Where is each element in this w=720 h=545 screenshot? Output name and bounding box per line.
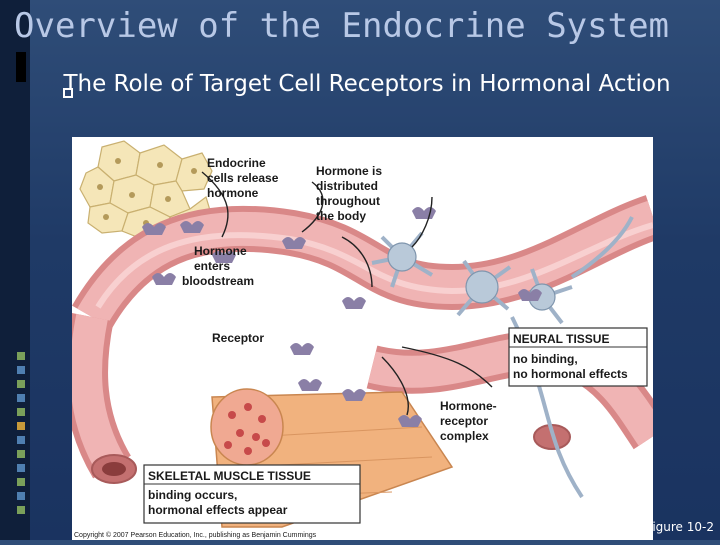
bullet-text: The Role of Target Cell Receptors in Hor… — [63, 71, 671, 97]
neural-desc-line1: no binding, — [513, 352, 578, 366]
label-endocrine: Endocrine cells release hormone — [207, 156, 279, 200]
left-accent-swatches — [17, 352, 25, 520]
endocrine-cells — [79, 140, 213, 240]
neuron-cells — [371, 216, 634, 499]
label-enters: Hormone enters bloodstream — [182, 244, 254, 288]
label-complex-line1: Hormone- — [440, 399, 497, 413]
neural-desc-line2: no hormonal effects — [513, 367, 628, 381]
vessel-branch — [64, 312, 137, 484]
label-complex-line3: complex — [440, 429, 489, 443]
hormone-molecules — [142, 207, 542, 427]
label-distributed: Hormone is distributed throughout the bo… — [316, 164, 382, 223]
label-distributed-line1: Hormone is — [316, 164, 382, 178]
neural-title: NEURAL TISSUE — [513, 332, 609, 346]
slide-title: Overview of the Endocrine System — [14, 6, 670, 46]
arrows — [201, 171, 493, 416]
label-complex: Hormone- receptor complex — [440, 399, 497, 443]
label-distributed-line2: distributed — [316, 179, 378, 193]
label-enters-line3: bloodstream — [182, 274, 254, 288]
bullet-row: The Role of Target Cell Receptors in Hor… — [62, 68, 672, 100]
figure-number: igure 10-2 — [652, 520, 714, 534]
upper-blood-vessel — [72, 195, 661, 329]
label-distributed-line4: the body — [316, 209, 366, 223]
skeletal-tissue-box: SKELETAL MUSCLE TISSUE binding occurs, h… — [143, 464, 361, 524]
endocrine-diagram: Endocrine cells release hormone Hormone … — [64, 137, 671, 540]
skeletal-desc-line1: binding occurs, — [148, 488, 237, 502]
label-enters-line2: enters — [194, 259, 230, 273]
label-endocrine-line3: hormone — [207, 186, 259, 200]
label-endocrine-line2: cells release — [207, 171, 279, 185]
diagram-svg: Endocrine cells release hormone Hormone … — [64, 140, 671, 539]
label-endocrine-line1: Endocrine — [207, 156, 266, 170]
left-accent-block — [16, 52, 26, 82]
label-receptor: Receptor — [212, 331, 264, 345]
skeletal-desc-line2: hormonal effects appear — [148, 503, 288, 517]
skeletal-title: SKELETAL MUSCLE TISSUE — [148, 469, 311, 483]
neural-tissue-box: NEURAL TISSUE no binding, no hormonal ef… — [508, 327, 648, 387]
left-accent-strip — [0, 0, 30, 540]
copyright-line: Copyright © 2007 Pearson Education, Inc.… — [74, 531, 317, 539]
label-complex-line2: receptor — [440, 414, 488, 428]
label-enters-line1: Hormone — [194, 244, 247, 258]
bullet-square-icon — [62, 76, 74, 98]
label-distributed-line3: throughout — [316, 194, 380, 208]
